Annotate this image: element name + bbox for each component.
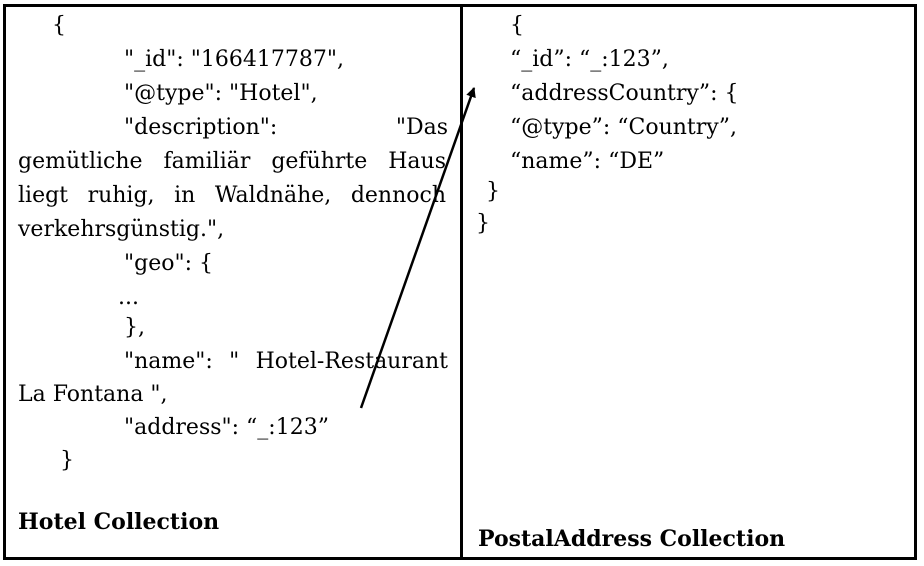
hotel-line-open-brace: { — [52, 13, 66, 38]
postal-line-outer-close: } — [476, 211, 490, 236]
hotel-line-description-1: gemütliche familiär geführte Haus — [18, 149, 446, 174]
column-divider — [460, 4, 463, 560]
postal-line-address-country: “addressCountry”: { — [510, 81, 739, 106]
hotel-line-id: "_id": "166417787", — [124, 47, 344, 72]
postal-line-inner-close: } — [486, 179, 500, 204]
hotel-line-geo-close: }, — [124, 315, 145, 340]
hotel-line-close-brace: } — [60, 448, 74, 473]
hotel-line-ellipsis: ... — [118, 285, 139, 310]
reference-arrow-line — [359, 87, 476, 409]
hotel-line-description-key: "description": "Das — [124, 115, 448, 140]
hotel-line-geo: "geo": { — [124, 251, 213, 276]
hotel-line-name-2: La Fontana ", — [18, 382, 168, 407]
postal-line-type: “@type”: “Country”, — [510, 115, 737, 140]
hotel-line-description-3: verkehrsgünstig.", — [18, 217, 225, 242]
hotel-line-address: "address": “_:123” — [124, 415, 329, 440]
hotel-line-name: "name": " Hotel-Restaurant — [124, 349, 448, 374]
postal-line-id: “_id”: “_:123”, — [510, 47, 669, 72]
postal-line-open-brace: { — [510, 13, 524, 38]
hotel-collection-caption: Hotel Collection — [18, 509, 220, 535]
hotel-line-description-2: liegt ruhig, in Waldnähe, dennoch — [18, 183, 446, 208]
hotel-line-type: "@type": "Hotel", — [124, 81, 318, 106]
postal-address-collection-caption: PostalAddress Collection — [478, 526, 786, 552]
postal-line-name: “name”: “DE” — [510, 149, 665, 174]
